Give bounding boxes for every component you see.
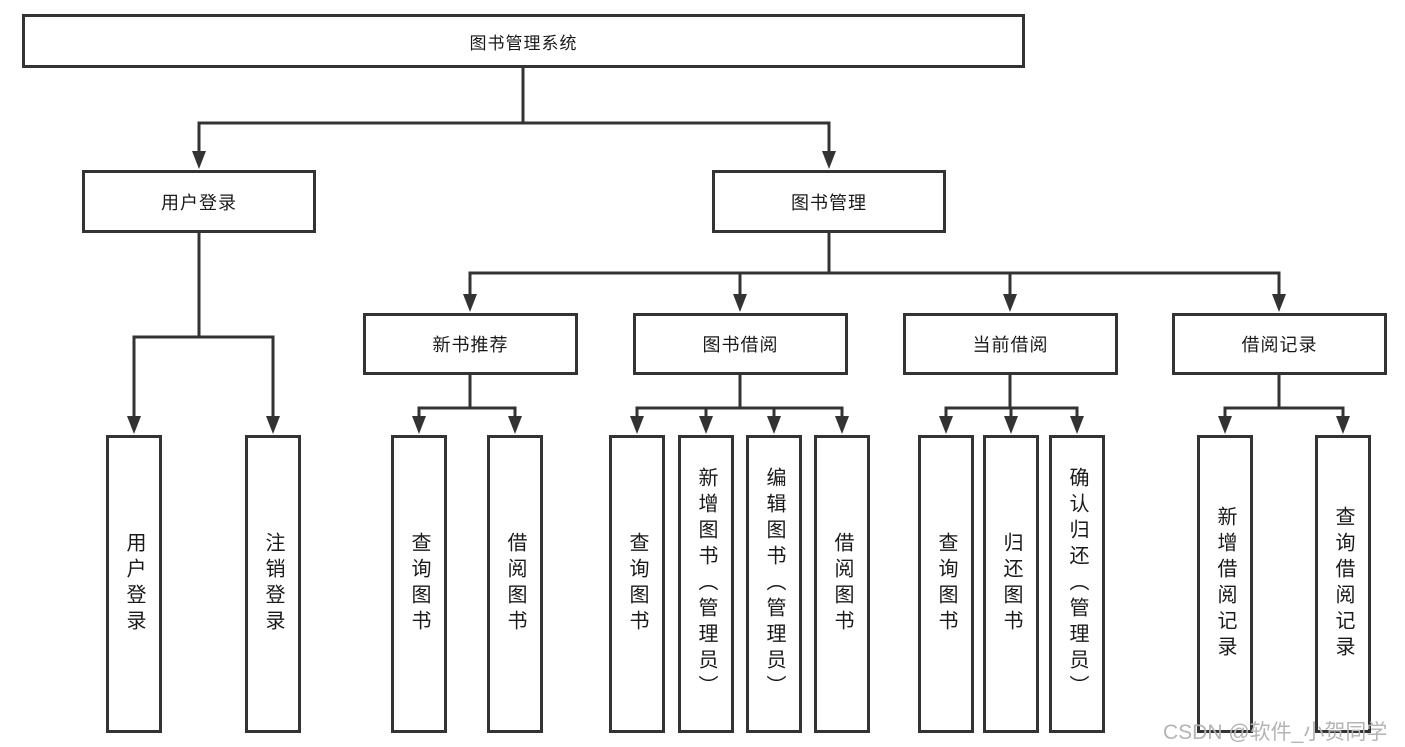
node-label: 用户登录 <box>161 192 237 213</box>
leaf-records-add-record: 新增借阅记录 <box>1197 435 1253 733</box>
leaf-current-confirm-return-admin: 确认归还（管理员） <box>1049 435 1105 733</box>
arrowhead-icon <box>508 416 522 434</box>
arrowhead-icon <box>1272 294 1286 312</box>
leaf-records-query-record: 查询借阅记录 <box>1315 435 1371 733</box>
arrowhead-icon <box>1003 294 1017 312</box>
arrowhead-icon <box>412 416 426 434</box>
leaf-newbook-query-books: 查询图书 <box>391 435 447 733</box>
leaf-label: 查询图书 <box>408 532 430 636</box>
arrowhead-icon <box>835 416 849 434</box>
arrowhead-icon <box>1336 416 1350 434</box>
node-user-login: 用户登录 <box>82 170 316 233</box>
node-label: 借阅记录 <box>1241 335 1318 355</box>
leaf-label: 新增借阅记录 <box>1214 506 1236 662</box>
arrowheads <box>127 151 1350 434</box>
node-borrow-records: 借阅记录 <box>1172 313 1387 375</box>
connector-bookborrow-to-leaves <box>635 373 844 420</box>
node-current-borrow: 当前借阅 <box>903 313 1118 375</box>
leaf-borrow-add-books-admin: 新增图书（管理员） <box>678 435 734 733</box>
leaf-label: 编辑图书（管理员） <box>763 467 785 701</box>
arrowhead-icon <box>822 151 836 169</box>
node-library-system: 图书管理系统 <box>22 14 1025 68</box>
connector-currentborrow-to-leaves <box>944 373 1079 420</box>
arrowhead-icon <box>767 416 781 434</box>
leaf-borrow-borrow-books: 借阅图书 <box>814 435 870 733</box>
leaf-user-login: 用户登录 <box>106 435 162 733</box>
leaf-label: 注销登录 <box>262 532 284 636</box>
connector-root-to-level1 <box>197 66 831 155</box>
leaf-borrow-query-books: 查询图书 <box>609 435 665 733</box>
leaf-label: 借阅图书 <box>831 532 853 636</box>
arrowhead-icon <box>1218 416 1232 434</box>
connector-userlogin-to-leaves <box>132 231 275 420</box>
node-label: 图书管理系统 <box>469 33 578 53</box>
connector-bookmgmt-to-level2 <box>468 231 1281 298</box>
arrowhead-icon <box>127 416 141 434</box>
node-label: 当前借阅 <box>972 335 1049 355</box>
leaf-label: 用户登录 <box>123 532 145 636</box>
arrowhead-icon <box>463 294 477 312</box>
leaf-label: 新增图书（管理员） <box>695 467 717 701</box>
arrowhead-icon <box>939 416 953 434</box>
watermark-text: CSDN @软件_小贺同学 <box>1163 721 1388 744</box>
arrowhead-icon <box>733 294 747 312</box>
leaf-newbook-borrow-books: 借阅图书 <box>487 435 543 733</box>
arrowhead-icon <box>630 416 644 434</box>
connector-newbook-to-leaves <box>417 373 517 420</box>
node-label: 新书推荐 <box>432 335 509 355</box>
leaf-label: 查询图书 <box>935 532 957 636</box>
arrowhead-icon <box>1070 416 1084 434</box>
leaf-label: 查询借阅记录 <box>1332 506 1354 662</box>
node-new-book-recommend: 新书推荐 <box>363 313 578 375</box>
node-book-borrow: 图书借阅 <box>633 313 848 375</box>
arrowhead-icon <box>192 151 206 169</box>
leaf-label: 确认归还（管理员） <box>1066 467 1088 701</box>
leaf-current-return-books: 归还图书 <box>983 435 1039 733</box>
leaf-logout: 注销登录 <box>245 435 301 733</box>
arrowhead-icon <box>1004 416 1018 434</box>
leaf-label: 借阅图书 <box>504 532 526 636</box>
arrowhead-icon <box>699 416 713 434</box>
leaf-borrow-edit-books-admin: 编辑图书（管理员） <box>746 435 802 733</box>
node-label: 图书管理 <box>791 192 867 213</box>
leaf-label: 查询图书 <box>626 532 648 636</box>
leaf-current-query-books: 查询图书 <box>918 435 974 733</box>
node-label: 图书借阅 <box>702 335 779 355</box>
leaf-label: 归还图书 <box>1000 532 1022 636</box>
node-book-management: 图书管理 <box>712 170 946 233</box>
arrowhead-icon <box>266 416 280 434</box>
connector-records-to-leaves <box>1223 373 1345 420</box>
